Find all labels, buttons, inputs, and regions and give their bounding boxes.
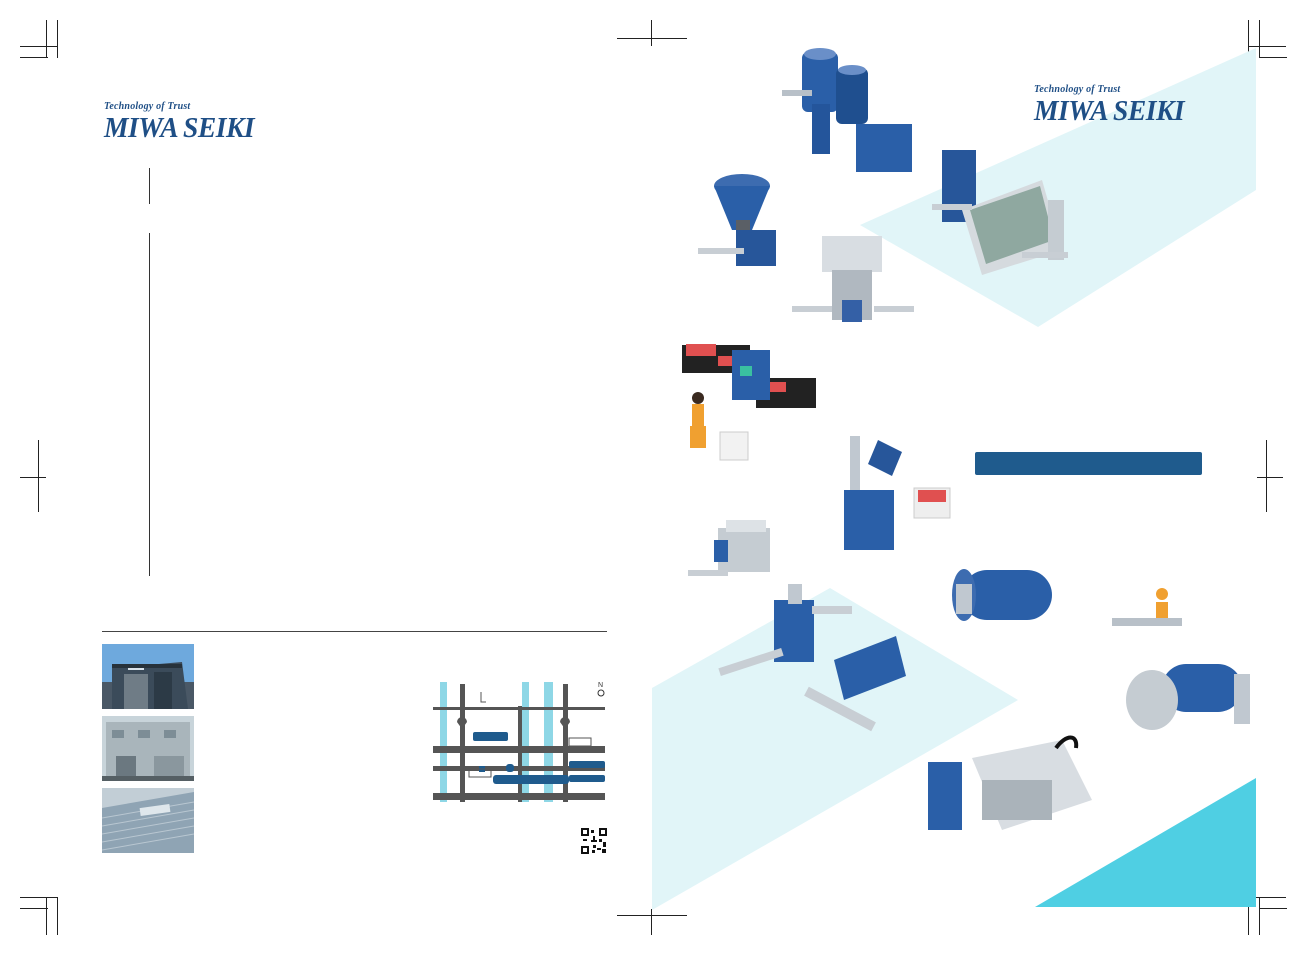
front-brand-name: MIWA SEIKI <box>1034 95 1185 127</box>
small-oven-machine <box>688 520 770 576</box>
title-banner <box>975 452 1202 475</box>
access-map: N <box>433 682 605 802</box>
qr-code <box>581 828 607 854</box>
front-brand-logo: Technology of Trust MIWA SEIKI <box>1034 84 1192 126</box>
back-brand-logo: Technology of Trust MIWA SEIKI <box>104 101 262 143</box>
building-photo-2 <box>102 716 194 781</box>
back-brand-name: MIWA SEIKI <box>104 112 255 144</box>
hopper-filler-machine <box>698 174 776 266</box>
divider-short <box>149 168 150 204</box>
worker-with-cart <box>690 392 749 461</box>
section-rule <box>102 631 607 632</box>
front-brand-tagline: Technology of Trust <box>1034 84 1121 95</box>
twin-silo-machine <box>782 48 912 172</box>
building-photo-1 <box>102 644 194 709</box>
tunnel-machine <box>804 636 906 732</box>
rotary-capper-machine <box>792 236 914 322</box>
north-label: N <box>598 682 603 689</box>
worker-at-table <box>1112 588 1182 626</box>
divider-long <box>149 233 150 576</box>
grid-sorter-machine <box>932 150 1068 275</box>
drum-retort-machine <box>952 569 1052 621</box>
front-background <box>652 48 1256 910</box>
tray-conveyor <box>682 344 816 408</box>
lift-tipper-machine <box>844 436 951 550</box>
inspection-line <box>718 584 852 677</box>
building-photo-3 <box>102 788 194 853</box>
open-retort-machine <box>1126 664 1250 730</box>
back-brand-tagline: Technology of Trust <box>104 101 191 112</box>
autoclave-machine <box>928 735 1092 830</box>
